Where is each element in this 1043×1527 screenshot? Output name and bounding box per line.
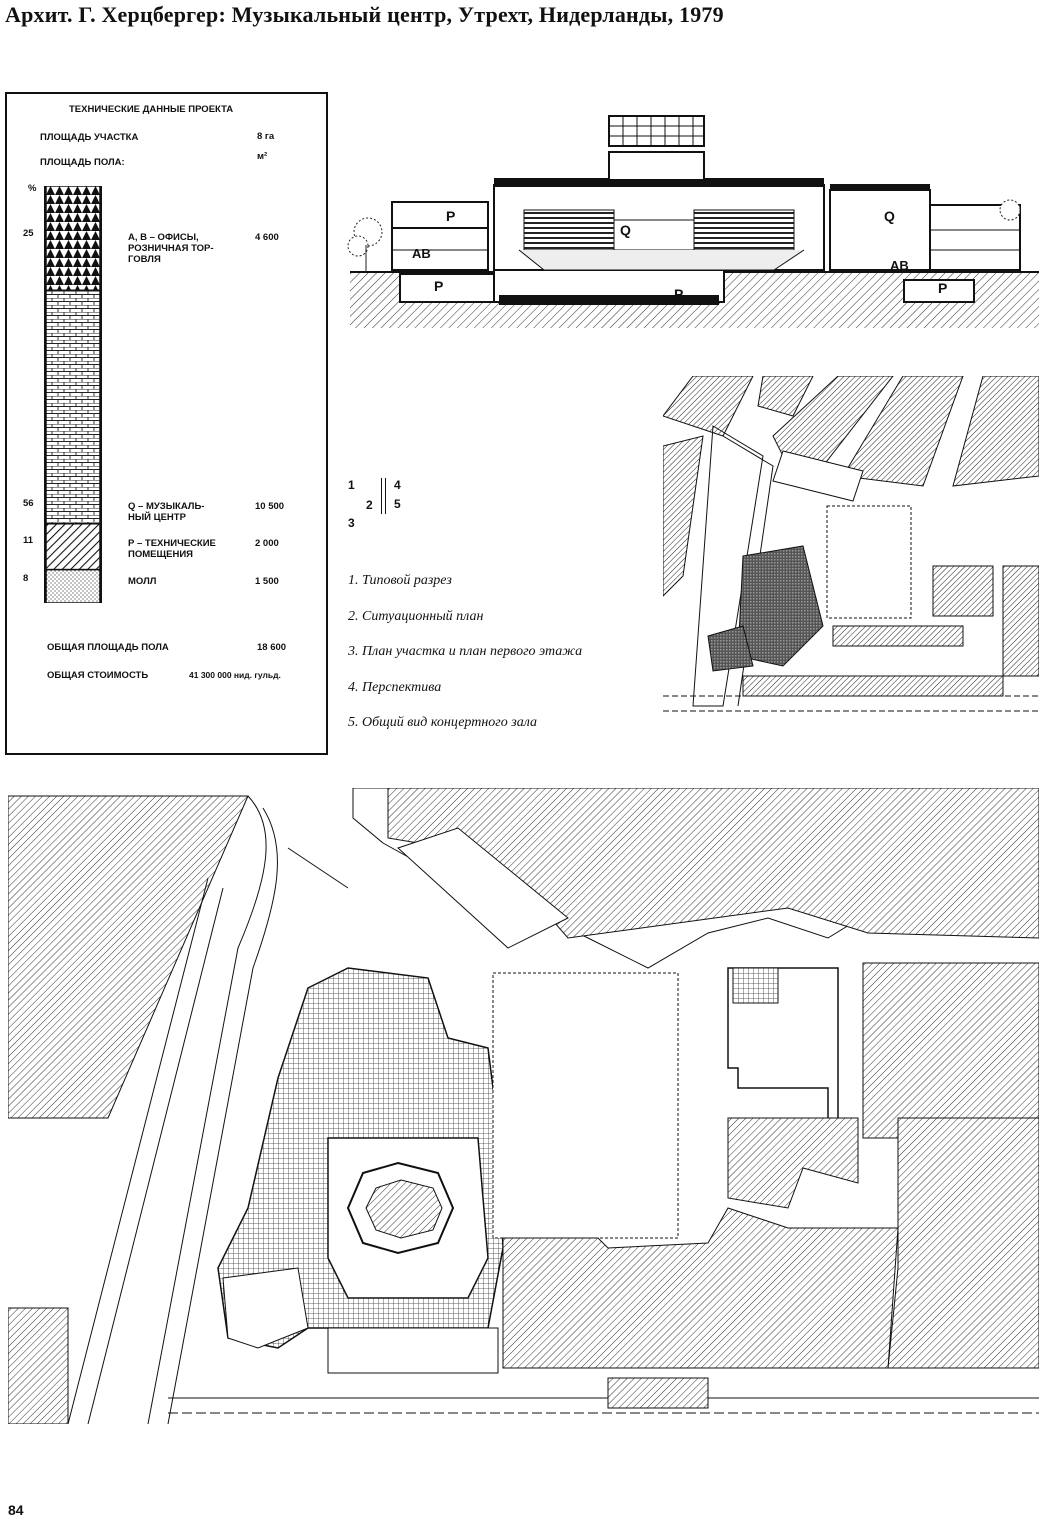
figure-key-1: 1 — [348, 478, 355, 492]
section-label-q-right: Q — [884, 208, 895, 224]
floor-area-unit: м² — [257, 151, 268, 162]
row-percent: 11 — [23, 534, 34, 546]
row-label: МОЛЛ — [128, 576, 156, 587]
row-label: А, В – ОФИСЫ,РОЗНИЧНАЯ ТОР-ГОВЛЯ — [128, 232, 214, 265]
technical-data-heading: ТЕХНИЧЕСКИЕ ДАННЫЕ ПРОЕКТА — [69, 104, 234, 115]
figure-captions: 1. Типовой разрез 2. Ситуационный план 3… — [348, 563, 582, 741]
caption-1: 1. Типовой разрез — [348, 573, 452, 588]
situation-plan-drawing — [663, 376, 1039, 724]
row-label-line: НЫЙ ЦЕНТР — [128, 512, 186, 524]
row-percent: 25 — [23, 228, 34, 239]
row-value: 4 600 — [255, 232, 279, 243]
bar-segment-4 — [46, 568, 100, 603]
row-value: 1 500 — [255, 575, 279, 587]
bar-segment-3 — [46, 523, 100, 571]
row-label-line: Q – МУЗЫКАЛЬ- — [128, 501, 205, 513]
section-label-ab-left: AB — [412, 246, 431, 261]
caption-5: 5. Общий вид концертного зала — [348, 715, 537, 730]
floor-area-label: ПЛОЩАДЬ ПОЛА: — [40, 157, 125, 168]
section-label-ab-right: AB — [890, 258, 909, 273]
row-percent: 56 — [23, 498, 34, 510]
total-floor-area-label: ОБЩАЯ ПЛОЩАДЬ ПОЛА — [47, 642, 169, 653]
page-title: Архит. Г. Херцбергер: Музыкальный центр,… — [5, 2, 724, 27]
section-label-p-top: P — [446, 208, 456, 224]
section-label-p-center: P — [674, 286, 684, 302]
row-value: 10 500 — [255, 501, 285, 513]
figure-key-3: 3 — [348, 516, 355, 530]
bar-segment-2 — [46, 289, 100, 525]
site-area-label: ПЛОЩАДЬ УЧАСТКА — [40, 132, 139, 143]
section-label-p-left: P — [434, 278, 444, 294]
figure-key-2: 2 — [366, 498, 373, 512]
section-label-p-right: P — [938, 280, 948, 296]
bar-patterns — [46, 186, 100, 603]
row-label: Q – МУЗЫКАЛЬ-НЫЙ ЦЕНТР — [128, 501, 204, 523]
total-cost-value: 41 300 000 нид. гульд. — [189, 670, 281, 680]
bar-segment-1 — [46, 186, 100, 291]
site-area-value: 8 га — [257, 131, 275, 142]
site-and-ground-floor-plan — [8, 788, 1039, 1424]
caption-2: 2. Ситуационный план — [348, 608, 484, 624]
caption-3: 3. План участка и план первого этажа — [348, 644, 583, 659]
section-label-q-main: Q — [620, 222, 631, 238]
row-label-line: ПОМЕЩЕНИЯ — [128, 548, 194, 560]
percent-label: % — [28, 183, 37, 194]
figure-key-4: 4 — [394, 478, 401, 492]
figure-key-divider — [381, 478, 386, 514]
technical-data-panel: ТЕХНИЧЕСКИЕ ДАННЫЕ ПРОЕКТА ПЛОЩАДЬ УЧАСТ… — [5, 92, 328, 755]
total-floor-area-value: 18 600 — [257, 642, 287, 653]
floor-area-stacked-bar — [44, 186, 102, 603]
row-value: 2 000 — [255, 537, 279, 549]
page-number: 84 — [8, 1502, 24, 1518]
row-label-line: МОЛЛ — [128, 575, 157, 587]
typical-section-drawing: P AB P Q P Q AB P — [344, 110, 1039, 332]
row-label-line: ГОВЛЯ — [128, 254, 161, 265]
row-label-line: А, В – ОФИСЫ, — [128, 232, 199, 243]
row-percent: 8 — [23, 572, 29, 584]
total-cost-label: ОБЩАЯ СТОИМОСТЬ — [47, 670, 149, 681]
figure-key-5: 5 — [394, 497, 401, 511]
row-label-line: РОЗНИЧНАЯ ТОР- — [128, 243, 214, 254]
row-label-line: Р – ТЕХНИЧЕСКИЕ — [128, 537, 216, 549]
caption-4: 4. Перспектива — [348, 679, 442, 695]
